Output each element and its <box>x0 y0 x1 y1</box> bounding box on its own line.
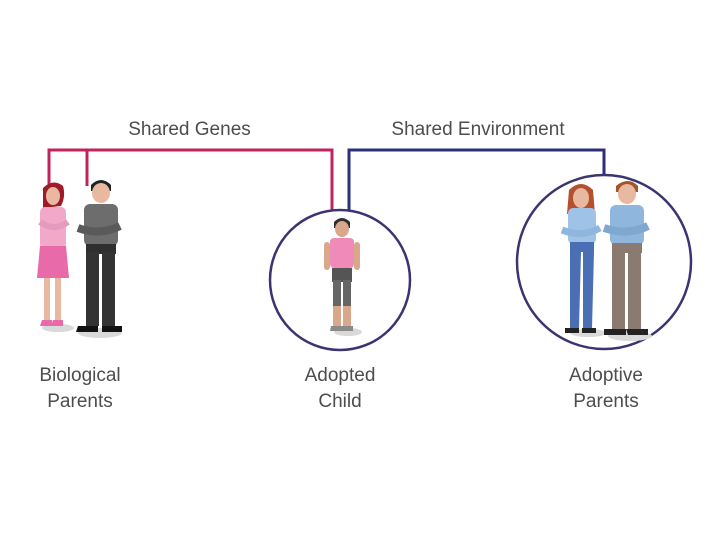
adoptive-caption-line2: Parents <box>573 391 639 412</box>
adopted-caption-line1: Adopted <box>304 365 376 386</box>
adopted-child-figure <box>324 218 362 336</box>
adoptive-parents-circle <box>515 173 693 351</box>
adopted-caption-line2: Child <box>318 391 362 412</box>
shared-environment-label: Shared Environment <box>391 119 565 140</box>
adoptive-caption-line1: Adoptive <box>569 365 643 386</box>
biological-father-figure <box>76 180 122 338</box>
shared-genes-label: Shared Genes <box>128 119 251 140</box>
shared-environment-connector <box>347 148 606 212</box>
adopted-child-caption: Adopted Child <box>280 363 400 415</box>
shared-genes-connector <box>47 148 334 212</box>
biological-caption-line2: Parents <box>47 391 113 412</box>
biological-mother-figure <box>37 182 74 332</box>
adoptive-father-figure <box>602 181 652 341</box>
adoptive-mother-figure <box>560 184 606 337</box>
biological-caption-line1: Biological <box>39 365 121 386</box>
biological-parents-caption: Biological Parents <box>20 363 140 415</box>
adoptive-parents-caption: Adoptive Parents <box>546 363 666 415</box>
